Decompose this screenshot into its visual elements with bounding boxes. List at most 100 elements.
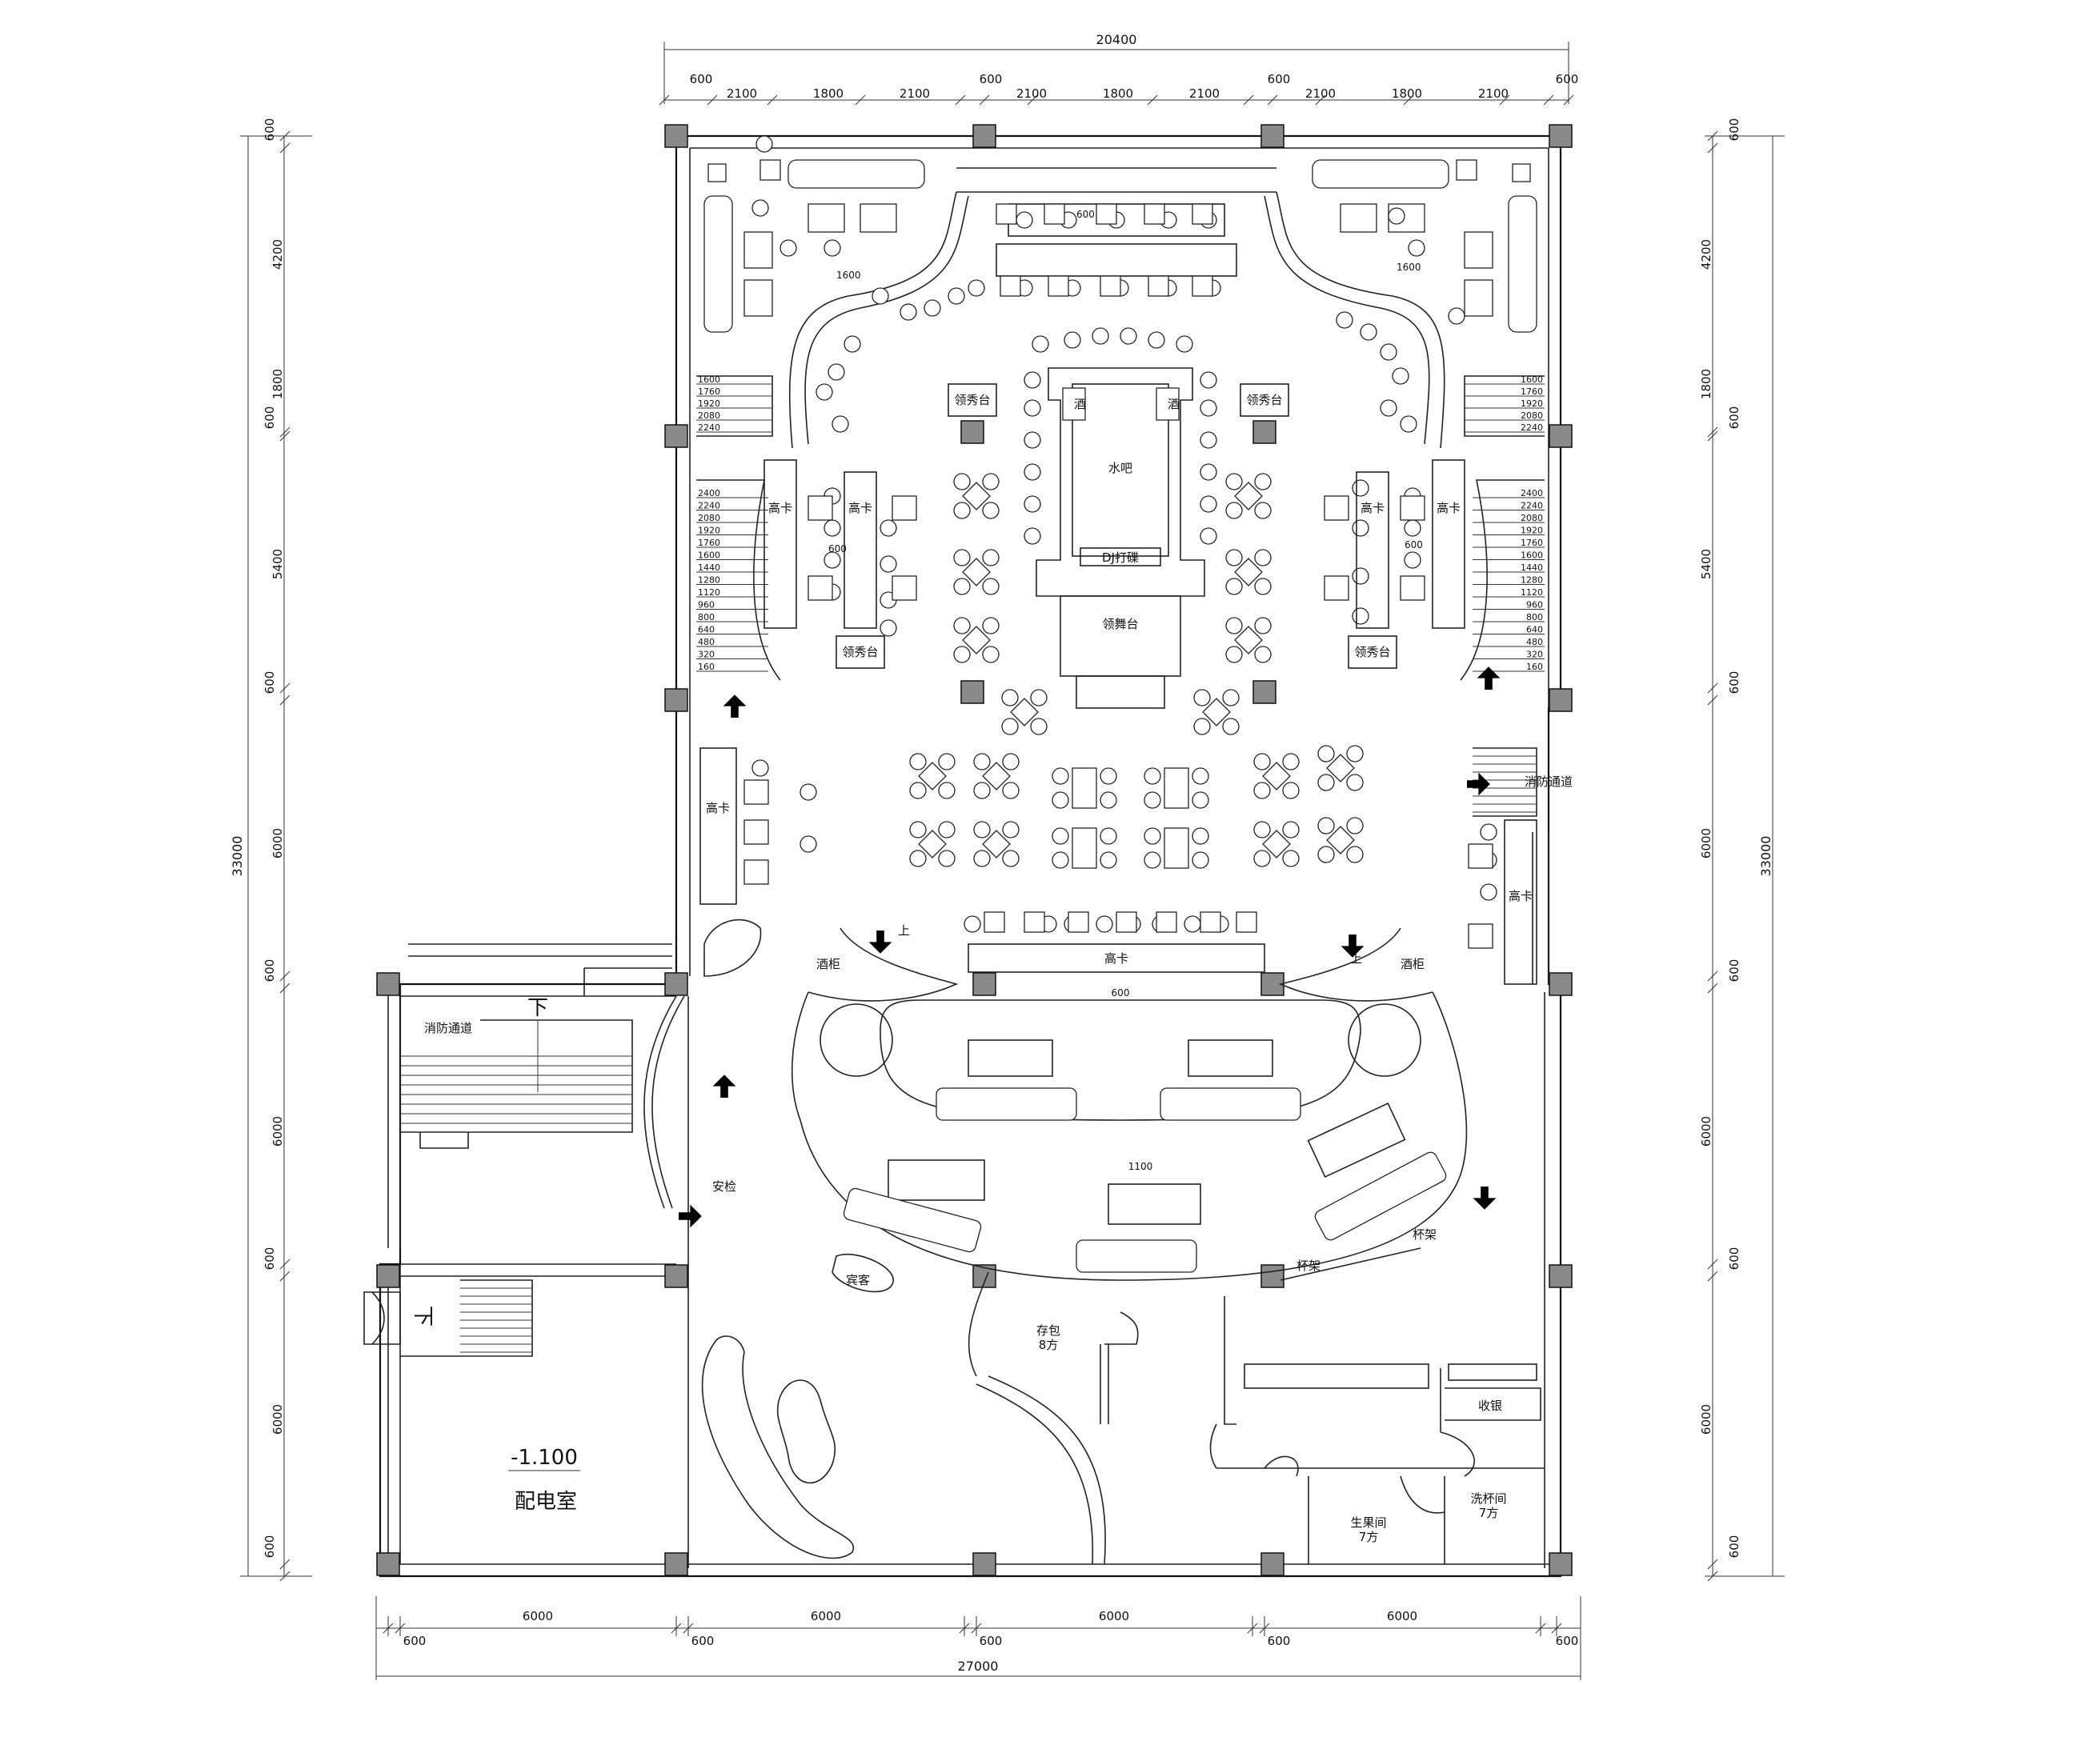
bottom-dim-600-e: 600 bbox=[1556, 1634, 1579, 1648]
column-23 bbox=[960, 680, 984, 704]
rack-2-label: 杯架 bbox=[1413, 1227, 1437, 1242]
top-tick-1 bbox=[707, 94, 718, 106]
round-stool-4 bbox=[872, 287, 889, 305]
round-stool-17 bbox=[1148, 331, 1165, 349]
down-stair-label: 下 bbox=[411, 1306, 435, 1327]
stair-step-label-12: 480 bbox=[1526, 637, 1543, 647]
table-top bbox=[982, 762, 1011, 790]
arrow-7 bbox=[1473, 1186, 1497, 1210]
chair-3 bbox=[1222, 718, 1240, 735]
bottom-dim-600-a: 600 bbox=[403, 1634, 427, 1648]
round-stool-22 bbox=[1024, 463, 1041, 481]
bottom-total-dim: 27000 bbox=[958, 1659, 999, 1674]
chair-2 bbox=[953, 578, 971, 595]
top-dim-1800-c: 1800 bbox=[1392, 86, 1422, 101]
entrance-area: 安检 宾客 bbox=[643, 919, 894, 1559]
chair-0 bbox=[1225, 473, 1243, 490]
small-table-13 bbox=[1116, 911, 1137, 933]
round-stool-13 bbox=[1032, 335, 1049, 353]
right-tick-10 bbox=[1707, 1559, 1718, 1570]
chair-3 bbox=[1100, 791, 1117, 809]
chair-2 bbox=[1144, 851, 1161, 869]
lead-stages: 领秀台 领秀台 领秀台 领秀台 bbox=[836, 383, 1397, 669]
stair-step-label-9: 960 bbox=[1526, 600, 1543, 610]
round-stool-30 bbox=[1200, 527, 1217, 545]
four-seat-table-13 bbox=[1317, 745, 1364, 791]
chair-1 bbox=[1254, 617, 1272, 634]
chair-2 bbox=[1052, 851, 1069, 869]
stair-step-label-4: 1760 bbox=[1521, 538, 1543, 548]
right-dim-6000-b: 6000 bbox=[1699, 1116, 1713, 1147]
high-booth-7-label: 高卡 bbox=[1104, 951, 1128, 966]
chair-3 bbox=[1254, 578, 1272, 595]
rect-table-1 bbox=[1144, 767, 1209, 809]
round-stool-25 bbox=[1200, 371, 1217, 389]
chair-0 bbox=[953, 549, 971, 566]
left-tick-3 bbox=[279, 430, 291, 442]
bottom-tick-mark-4 bbox=[959, 1623, 970, 1634]
bag-storage-label: 存包 bbox=[1036, 1323, 1060, 1338]
left-annex: 消防通道 下 下 -1.100 配电室 bbox=[363, 943, 672, 1514]
stair-step-label-8: 1120 bbox=[1521, 587, 1543, 598]
chair-2 bbox=[909, 850, 927, 867]
column-22 bbox=[1549, 1552, 1573, 1576]
right-tick-0 bbox=[1707, 130, 1718, 142]
bottom-dim-6000-c: 6000 bbox=[1099, 1609, 1129, 1623]
right-tick-3 bbox=[1707, 430, 1718, 442]
top-dim-600-a: 600 bbox=[690, 72, 713, 86]
wine-left-label: 酒 bbox=[1074, 397, 1086, 411]
rect-table-3 bbox=[1144, 827, 1209, 869]
guest-label: 宾客 bbox=[846, 1273, 870, 1287]
small-table-6 bbox=[1048, 275, 1069, 297]
table-top bbox=[1164, 827, 1189, 869]
chair-1 bbox=[1002, 821, 1020, 838]
table-top bbox=[1234, 482, 1263, 510]
top-tick-12 bbox=[1499, 94, 1510, 106]
right-tick-1 bbox=[1707, 142, 1718, 154]
top-tick-14 bbox=[1563, 94, 1574, 106]
round-stool-7 bbox=[948, 287, 965, 305]
bottom-tick-mark-6 bbox=[1247, 1623, 1258, 1634]
stair-step-label-1: 2240 bbox=[698, 501, 720, 511]
chair-3 bbox=[1346, 846, 1364, 863]
arrow-3 bbox=[868, 930, 892, 954]
dim-600-top: 600 bbox=[1076, 209, 1095, 220]
bottom-tick-mark-1 bbox=[395, 1623, 406, 1634]
exterior-walls bbox=[379, 134, 1562, 1578]
four-seat-table-14 bbox=[1253, 821, 1300, 867]
top-tick-0 bbox=[659, 94, 670, 106]
left-tick-5 bbox=[279, 694, 291, 706]
round-stool-10 bbox=[828, 363, 845, 381]
column-26 bbox=[1252, 420, 1276, 444]
round-stool-28 bbox=[1200, 463, 1217, 481]
round-stool-3 bbox=[755, 135, 773, 153]
four-seat-table-10 bbox=[909, 821, 956, 867]
round-stool-55 bbox=[880, 619, 897, 637]
dim-1100: 1100 bbox=[1128, 1161, 1153, 1172]
lead-stage-top-left: 领秀台 bbox=[954, 393, 990, 407]
right-tick-6 bbox=[1707, 971, 1718, 982]
lead-stage-top-right: 领秀台 bbox=[1246, 393, 1282, 407]
stair-step-label-4: 1760 bbox=[698, 538, 720, 548]
chair-1 bbox=[1282, 753, 1300, 770]
right-dim-600-f: 600 bbox=[1727, 1535, 1741, 1559]
chair-3 bbox=[938, 782, 956, 799]
four-seat-table-12 bbox=[1253, 753, 1300, 799]
table-top bbox=[1262, 762, 1291, 790]
left-tick-8 bbox=[279, 1259, 291, 1270]
round-stool-27 bbox=[1200, 431, 1217, 449]
round-stool-24 bbox=[1024, 527, 1041, 545]
column-0 bbox=[664, 124, 688, 148]
stair-step-label-2: 2080 bbox=[1521, 513, 1543, 523]
chair-0 bbox=[1144, 767, 1161, 785]
stair-step-label-12: 480 bbox=[698, 637, 715, 647]
chair-0 bbox=[1317, 745, 1335, 762]
four-seat-tables bbox=[909, 473, 1364, 869]
chair-0 bbox=[973, 821, 991, 838]
round-stool-46 bbox=[1404, 551, 1421, 569]
stair-step-label-2: 1920 bbox=[698, 398, 720, 409]
stair-step-label-4: 2240 bbox=[1521, 422, 1543, 433]
water-bar: 酒 酒 水吧 DJ打碟 领舞台 bbox=[1036, 367, 1205, 709]
stair-step-label-5: 1600 bbox=[698, 550, 720, 561]
chair-0 bbox=[1052, 827, 1069, 845]
